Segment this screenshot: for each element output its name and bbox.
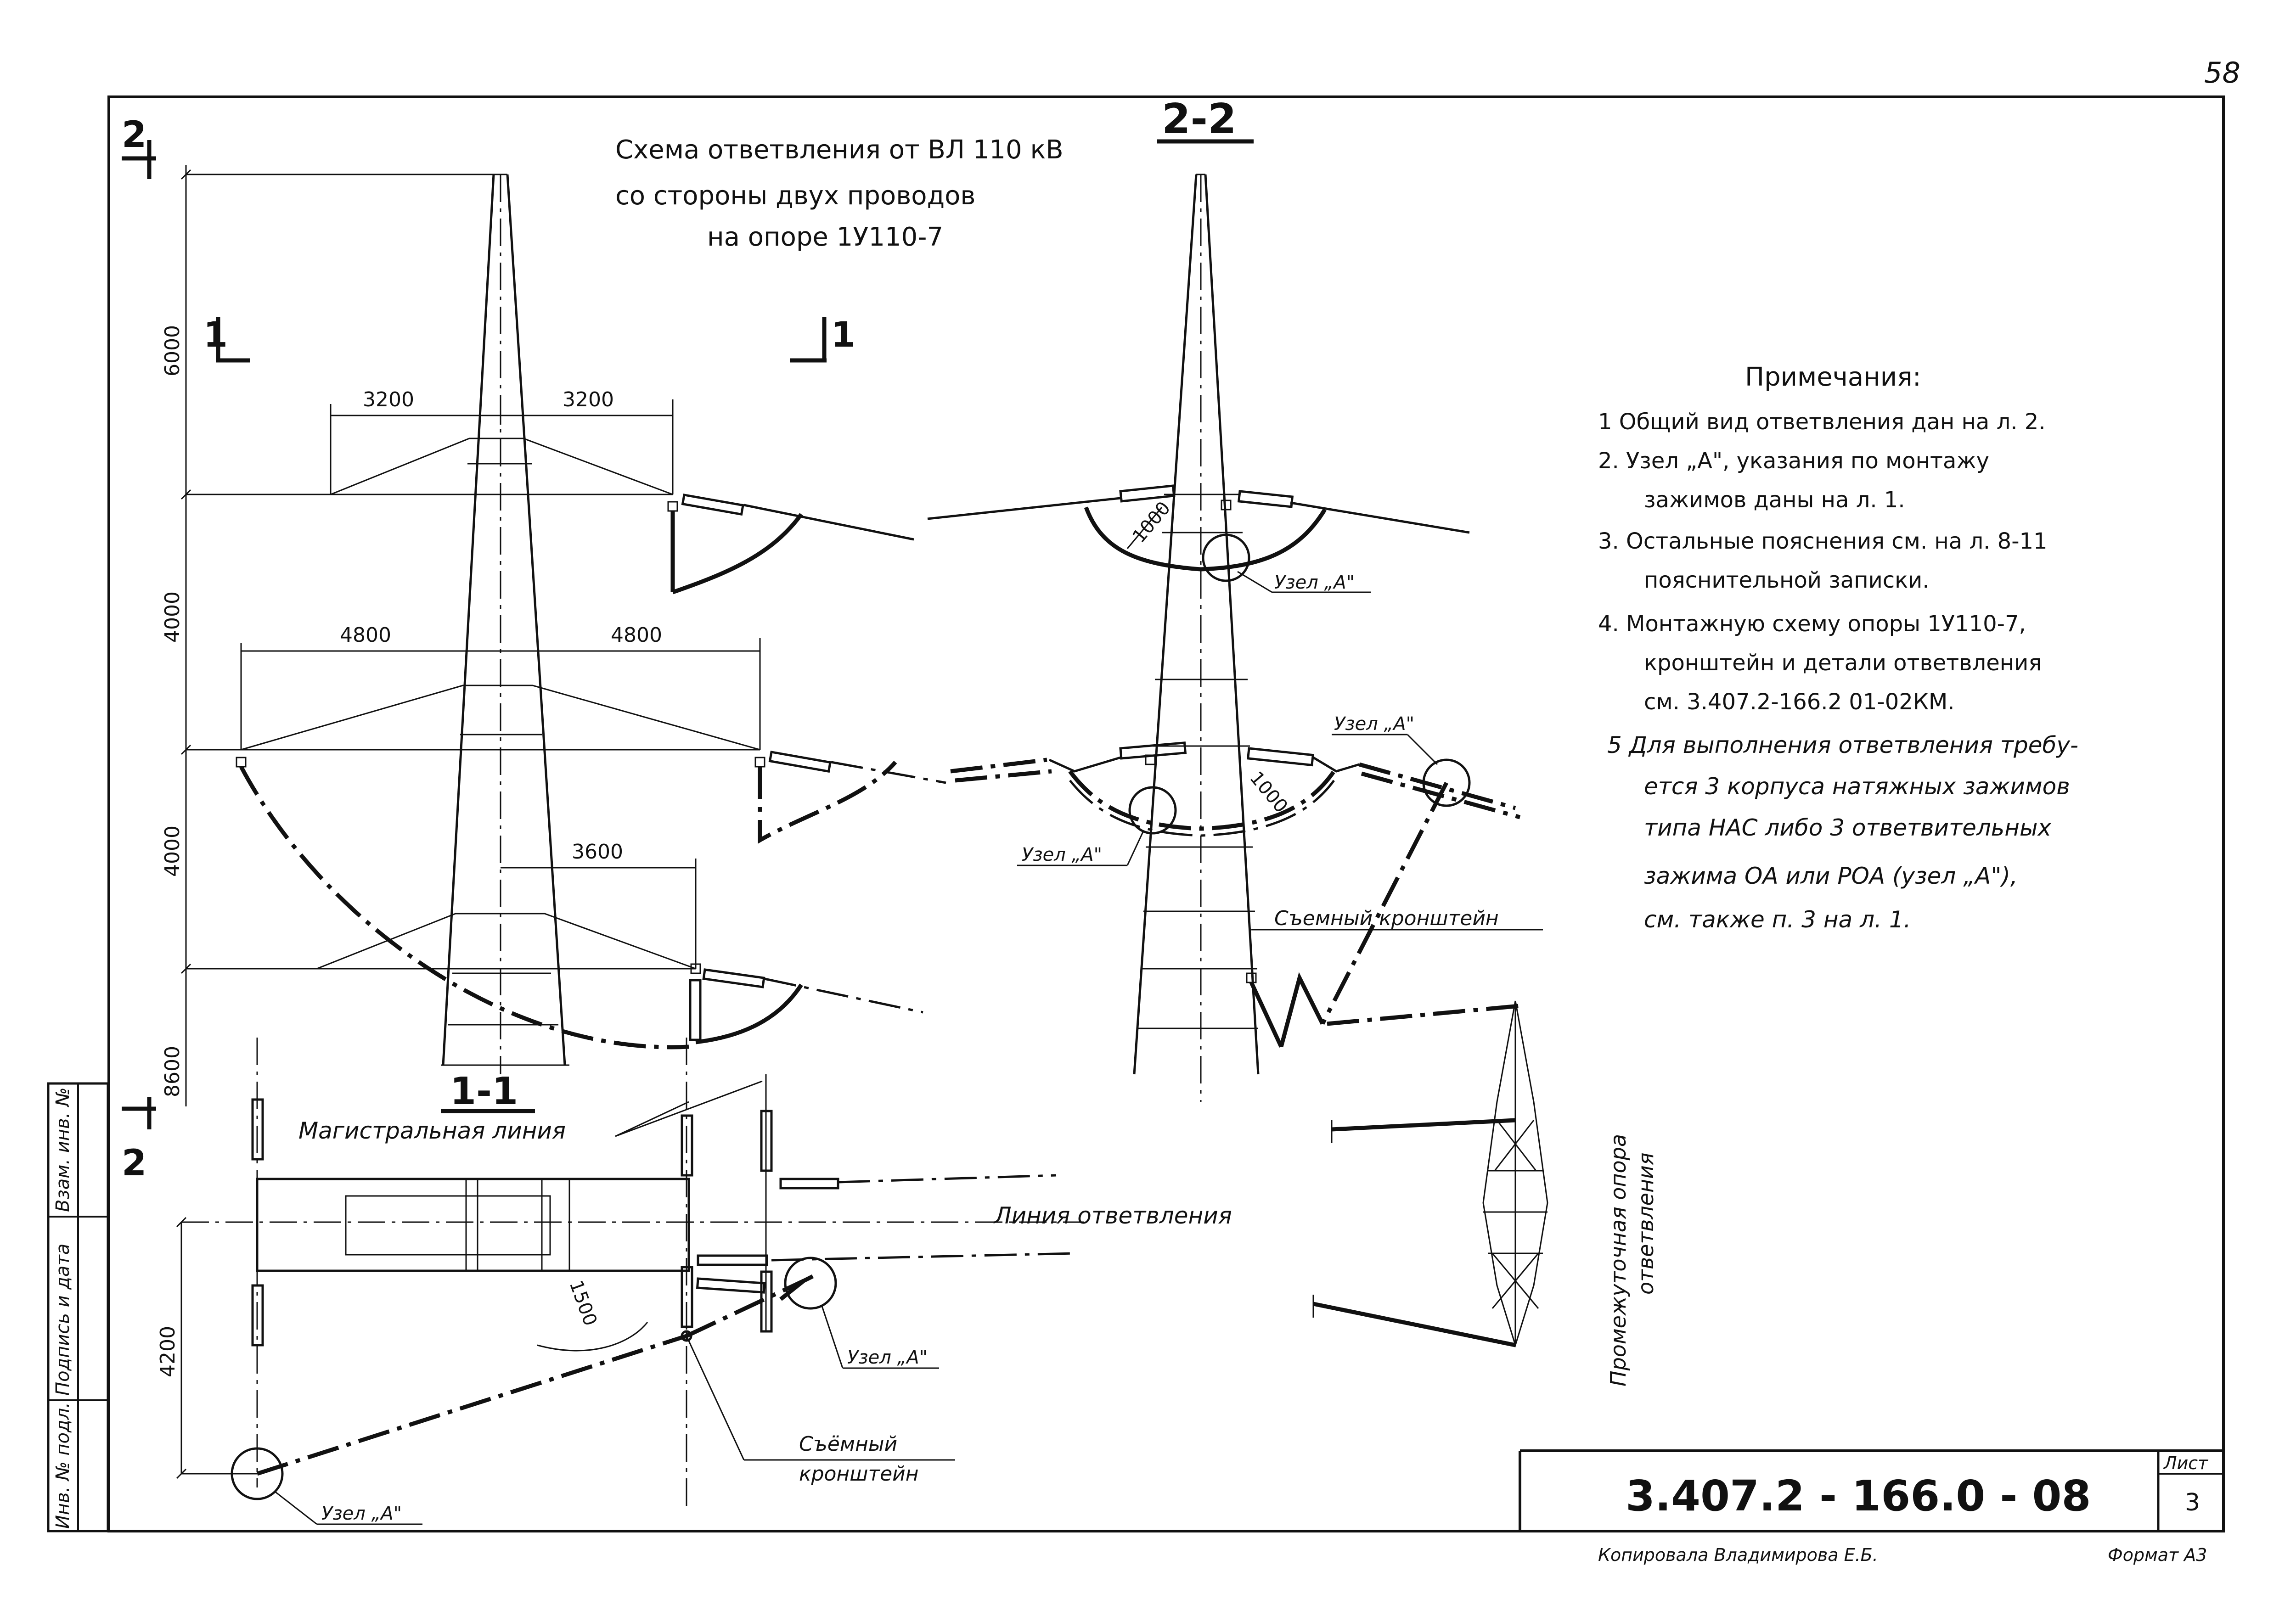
dim-4000-b: 4000 xyxy=(161,825,184,877)
intermediate-support: Промежуточная опора ответвления xyxy=(1312,1000,1658,1386)
uzel-a-circle-2 xyxy=(1128,786,1177,835)
note-5b: ется 3 корпуса натяжных зажимов xyxy=(1644,773,2070,800)
note-2a: 2. Узел „А", указания по монтажу xyxy=(1598,448,1989,474)
side-stamp: Инв. № подл. Подпись и дата Взам. инв. № xyxy=(47,1082,109,1532)
title-block: 3.407.2 - 166.0 - 08 Лист 3 xyxy=(1519,1449,2223,1531)
main-line-label: Магистральная линия xyxy=(298,1117,566,1144)
dim-1500: 1500 xyxy=(565,1278,601,1329)
uzel-a-circle-4 xyxy=(784,1257,837,1310)
section-11-label: 1-1 xyxy=(450,1070,518,1113)
uzel-a-label-1: Узел „А" xyxy=(1274,572,1355,593)
bracket-bottom-label-2: кронштейн xyxy=(799,1462,919,1486)
dim-6000: 6000 xyxy=(161,325,184,376)
branch-line-label: Линия ответвления xyxy=(993,1202,1232,1229)
scheme-title-line1: Схема ответвления от ВЛ 110 кВ xyxy=(615,135,1064,165)
scheme-title: Схема ответвления от ВЛ 110 кВ со сторон… xyxy=(615,135,1064,252)
dim-3600: 3600 xyxy=(572,840,623,864)
note-5d: зажима ОА или РОА (узел „А"), xyxy=(1644,863,2018,889)
tower-section-22: 1000 Узел „А" 1000 Узел „А" Узел „А" Съе xyxy=(927,174,1543,1102)
dim-1000-b: 1000 xyxy=(1245,768,1292,817)
dim-3200-b: 3200 xyxy=(563,388,614,411)
cut1-left-label: 1 xyxy=(203,314,228,355)
bracket-top-label: Съемный кронштейн xyxy=(1274,907,1499,930)
note-4b: кронштейн и детали ответвления xyxy=(1644,650,2042,676)
notes-block: Примечания: 1 Общий вид ответвления дан … xyxy=(1598,362,2078,933)
plan-section-11: Магистральная линия Линия ответвления Уз… xyxy=(156,1038,1232,1525)
drawing-frame xyxy=(107,95,2225,1532)
dim-8600: 8600 xyxy=(161,1046,184,1097)
note-3b: пояснительной записки. xyxy=(1644,567,1930,593)
scheme-title-line3: на опоре 1У110-7 xyxy=(707,222,943,252)
dim-4800-b: 4800 xyxy=(611,623,662,647)
section-22-label: 2-2 xyxy=(1162,95,1237,143)
sheet-label: Лист xyxy=(2163,1453,2209,1473)
side-stamp-podpis: Подпись и дата xyxy=(52,1244,73,1396)
cut2-top-label: 2 xyxy=(122,114,146,156)
dim-4200: 4200 xyxy=(156,1326,180,1377)
uzel-a-label-2: Узел „А" xyxy=(1022,844,1102,865)
note-1: 1 Общий вид ответвления дан на л. 2. xyxy=(1598,409,2046,435)
dim-4000-a: 4000 xyxy=(161,591,184,643)
side-stamp-vzam: Взам. инв. № xyxy=(52,1087,73,1212)
copied-by: Копировала Владимирова Е.Б. xyxy=(1598,1545,1878,1565)
drawing-code: 3.407.2 - 166.0 - 08 xyxy=(1626,1471,2091,1521)
note-5a: 5 Для выполнения ответвления требу- xyxy=(1607,732,2078,758)
note-3a: 3. Остальные пояснения см. на л. 8-11 xyxy=(1598,528,2048,554)
note-2b: зажимов даны на л. 1. xyxy=(1644,487,1905,513)
dim-3200-a: 3200 xyxy=(363,388,414,411)
tower-main-view: 6000 4000 4000 8600 3200 3200 4800 4800 … xyxy=(161,165,946,1106)
note-4a: 4. Монтажную схему опоры 1У110-7, xyxy=(1598,611,2026,637)
cut2-bottom-label: 2 xyxy=(122,1143,146,1184)
bracket-bottom-label-1: Съёмный xyxy=(799,1432,897,1456)
dim-4800-a: 4800 xyxy=(340,623,391,647)
note-5c: типа НАС либо 3 ответвительных xyxy=(1644,814,2051,841)
format-label: Формат А3 xyxy=(2108,1545,2207,1565)
intermediate-support-label-2: ответвления xyxy=(1633,1152,1658,1295)
intermediate-support-label-1: Промежуточная опора xyxy=(1606,1134,1631,1386)
section-marks: 2 2 1 1 2-2 1-1 xyxy=(122,95,1254,1184)
uzel-a-circle-3 xyxy=(1422,758,1471,807)
note-4c: см. 3.407.2-166.2 01-02КМ. xyxy=(1644,689,1955,715)
uzel-a-label-4: Узел „А" xyxy=(847,1347,928,1368)
uzel-a-circle-1 xyxy=(1202,533,1250,582)
sheet-value: 3 xyxy=(2185,1489,2200,1516)
uzel-a-label-5: Узел „А" xyxy=(321,1503,402,1524)
sheet-number-top: 58 xyxy=(2204,56,2240,90)
notes-heading: Примечания: xyxy=(1745,362,1921,392)
scheme-title-line2: со стороны двух проводов xyxy=(615,181,975,211)
note-5e: см. также п. 3 на л. 1. xyxy=(1644,906,1911,933)
side-stamp-inv: Инв. № подл. xyxy=(52,1402,73,1529)
uzel-a-label-3: Узел „А" xyxy=(1334,713,1414,735)
cut1-right-label: 1 xyxy=(831,314,855,355)
